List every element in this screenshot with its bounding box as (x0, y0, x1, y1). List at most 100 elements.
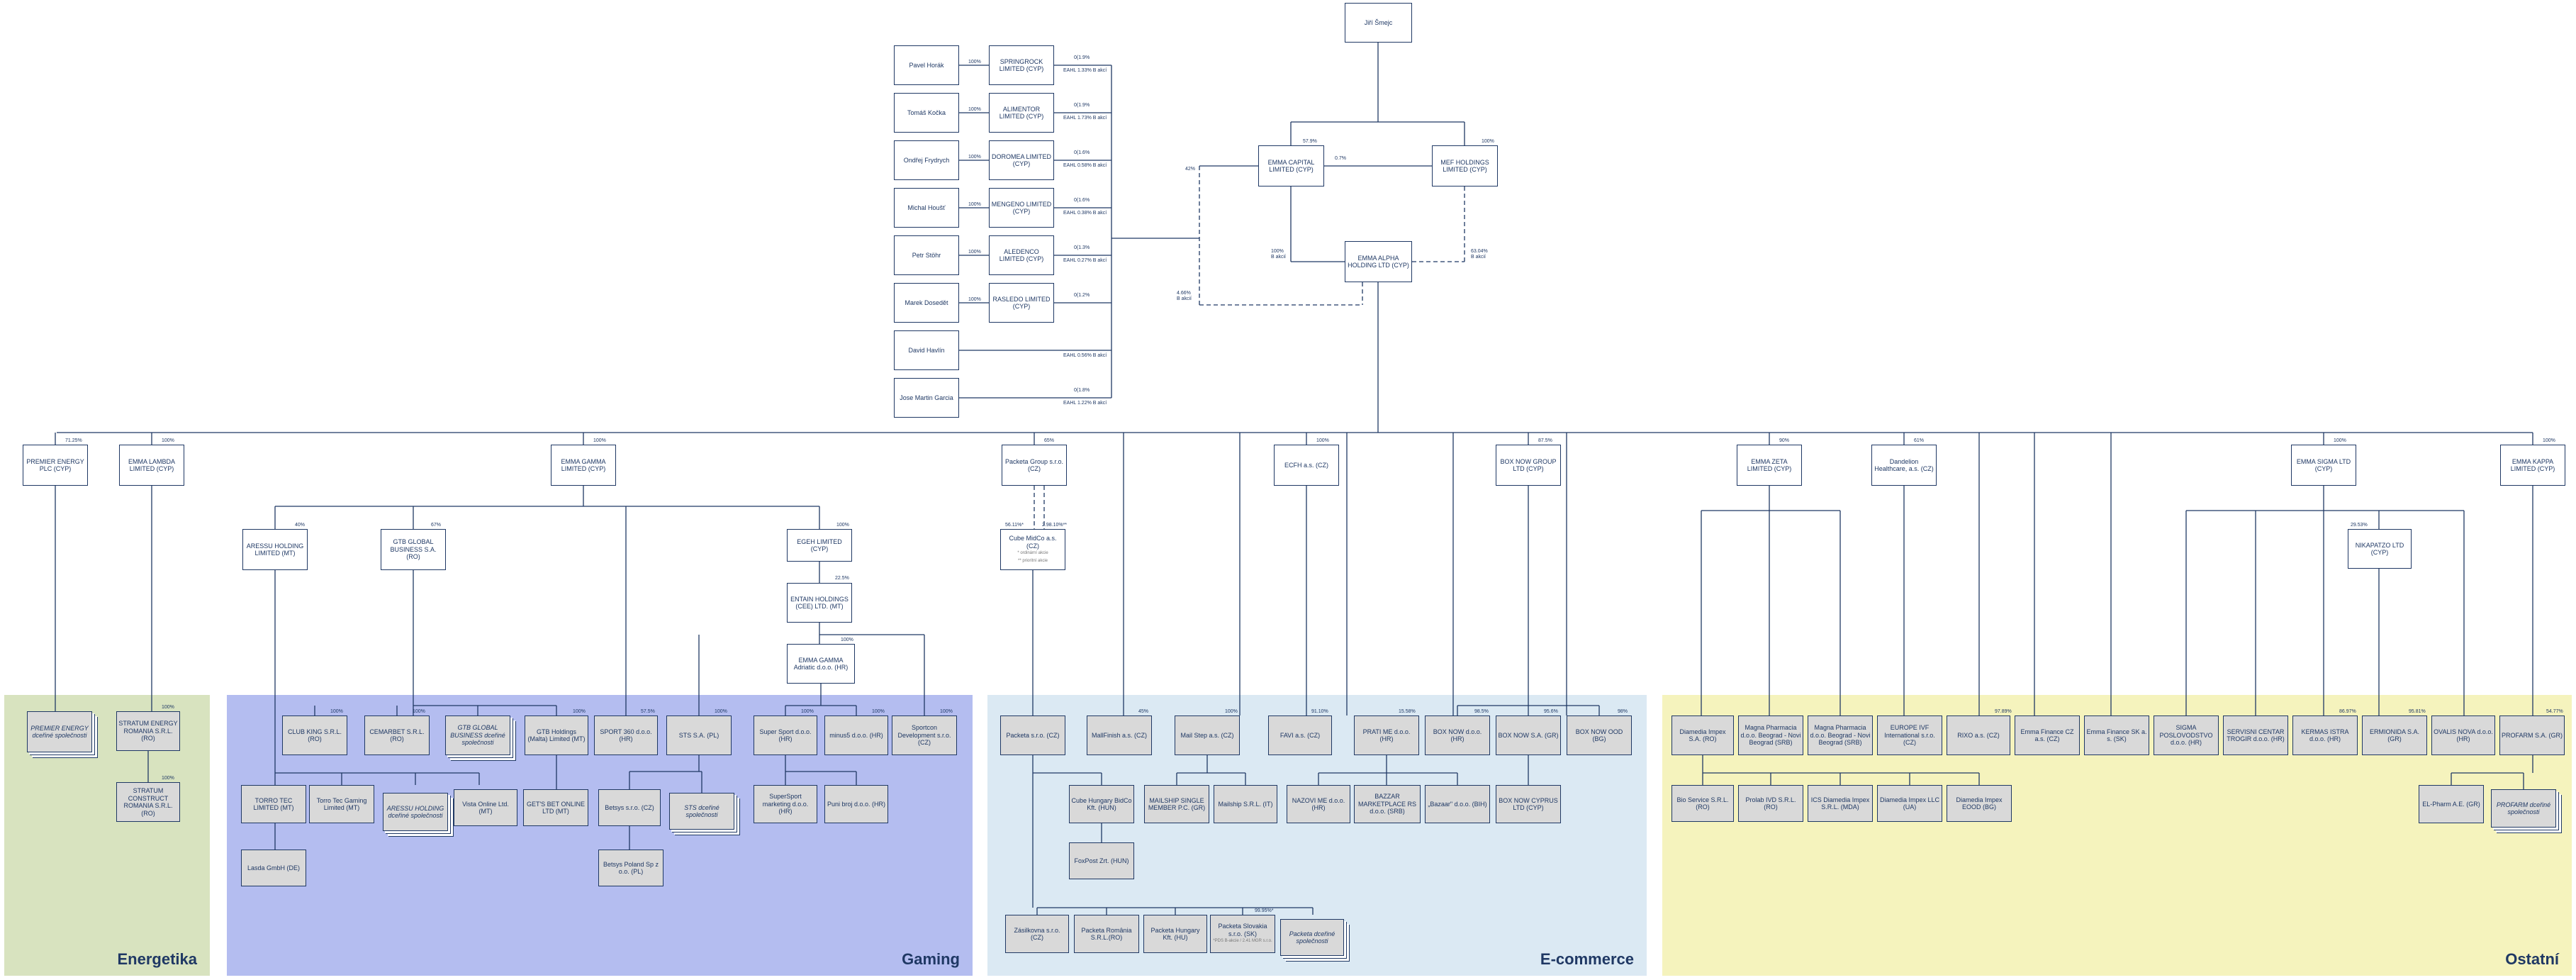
pct: 0(1.8% (1074, 388, 1090, 393)
entain-box: ENTAIN HOLDINGS (CEE) LTD. (MT) (787, 583, 852, 623)
sport360-box: SPORT 360 d.o.o. (HR) (594, 715, 658, 755)
pct-dash-b: B akcií (1177, 296, 1192, 301)
lasda-box: Lasda GmbH (DE) (241, 850, 306, 886)
prolab-box: Prolab IVD S.R.L. (RO) (1738, 785, 1803, 822)
pct: 100% (593, 438, 606, 443)
sigma-box: SIGMA POSLOVODSTVO d.o.o. (HR) (2154, 715, 2219, 755)
gtb-box: GTB GLOBAL BUSINESS S.A. (RO) (381, 529, 446, 570)
supersport-mk-box: SuperSport marketing d.o.o. (HR) (754, 785, 817, 823)
level1-company-box: ECFH a.s. (CZ) (1274, 445, 1339, 486)
pct: 0(1.3% (1074, 245, 1090, 250)
pct: 100% (836, 523, 849, 528)
pct-capital: 57.9% (1303, 139, 1317, 144)
manager-company-box: SPRINGROCK LIMITED (CYP) (989, 45, 1054, 85)
boxnow-gr-box: BOX NOW S.A. (GR) (1496, 715, 1561, 755)
pct: 22.5% (835, 576, 849, 581)
europe-ivf-box: EUROPE IVF International s.r.o. (CZ) (1877, 715, 1942, 755)
pct-group: 42% (1185, 167, 1196, 172)
mailstep-box: Mail Step a.s. (CZ) (1175, 715, 1240, 755)
manager-person-box: Jose Martin Garcia (894, 378, 959, 418)
supersport-box: Super Sport d.o.o. (HR) (754, 715, 817, 755)
zasilkovna-box: Zásilkovna s.r.o. (CZ) (1005, 915, 1069, 953)
emma-finance-sk-box: Emma Finance SK a. s. (SK) (2084, 715, 2149, 755)
foxpost-box: FoxPost Zrt. (HUN) (1069, 842, 1134, 879)
sts-box: STS S.A. (PL) (666, 715, 732, 755)
diamedia-bg-box: Diamedia Impex EOOD (BG) (1947, 785, 2012, 822)
pct: 100% (162, 705, 174, 710)
sts-sub-box: STS dceřiné společnosti (669, 793, 734, 830)
manager-company-box: ALIMENTOR LIMITED (CYP) (989, 93, 1054, 133)
pct: 100% (968, 60, 981, 65)
packeta-sk-note: *PDS B-akcie / 2.41 MGR s.r.o. (1213, 939, 1272, 944)
pct-mef-alpha: 63.04% (1471, 249, 1488, 254)
pct: 56.11%* (1005, 523, 1024, 528)
ermionida-box: ERMIONIDA S.A. (GR) (2362, 715, 2427, 755)
bazar-box: „Bazaar" d.o.o. (BIH) (1425, 785, 1490, 823)
elpharm-box: EL-Pharm A.E. (GR) (2419, 785, 2484, 823)
pct: 100% (413, 709, 425, 714)
stratum-construct-box: STRATUM CONSTRUCT ROMANIA S.R.L. (RO) (116, 782, 180, 822)
torro-box: TORRO TEC LIMITED (MT) (241, 785, 306, 823)
pct-cap-mef: 0.7% (1335, 156, 1346, 161)
pct-cap-alpha: 100% (1271, 249, 1284, 254)
pct: 100% (162, 776, 174, 781)
torro-gaming-box: Torro Tec Gaming Limited (MT) (309, 785, 374, 823)
pct-dash: 4.66% (1177, 291, 1191, 296)
cube-midco-box: Cube MidCo a.s. (CZ)* ordinární akcie** … (1000, 529, 1065, 570)
gtb-sub-box: GTB GLOBAL BUSINESS dceřiné společnosti (445, 715, 510, 755)
pct: 0(1.6% (1074, 198, 1090, 203)
rixo-box: RIXO a.s. (CZ) (1947, 715, 2010, 755)
vista-box: Vista Online Ltd. (MT) (454, 789, 517, 826)
bioservice-box: Bio Service S.R.L. (RO) (1671, 785, 1734, 822)
pct: 100% (1225, 709, 1238, 714)
pct: EAHL 0.27% B akcí (1063, 258, 1107, 263)
pct: 97.89% (1995, 709, 2012, 714)
pct-cap-alpha-b: B akcií (1271, 255, 1287, 260)
cube-midco-label: Cube MidCo a.s. (CZ) (1009, 535, 1057, 550)
punibroj-box: Puni broj d.o.o. (HR) (824, 785, 888, 823)
egeh-box: EGEH LIMITED (CYP) (787, 529, 852, 562)
pct: 100% (968, 250, 981, 255)
level1-company-box: EMMA LAMBDA LIMITED (CYP) (119, 445, 184, 486)
section-title: Gaming (902, 950, 960, 968)
manager-company-box: ALEDENCO LIMITED (CYP) (989, 235, 1054, 275)
diamedia-ua-box: Diamedia Impex LLC (UA) (1877, 785, 1942, 822)
emma-finance-cz-box: Emma Finance CZ a.s. (CZ) (2015, 715, 2080, 755)
pct: 98.5% (1474, 709, 1489, 714)
pct: 0(1.2% (1074, 293, 1090, 298)
pct: 65% (1044, 438, 1055, 443)
manager-person-box: Marek Dosedět (894, 283, 959, 323)
betsys-pl-box: Betsys Poland Sp z o.o. (PL) (598, 850, 663, 886)
diamedia-box: Diamedia Impex S.A. (RO) (1671, 715, 1734, 755)
cube-note2: ** prioritní akcie (1017, 558, 1048, 563)
pct: EAHL 1.33% B akcí (1063, 68, 1107, 73)
packeta-box: Packeta s.r.o. (CZ) (1000, 715, 1065, 755)
mall-box: MallFinish a.s. (CZ) (1087, 715, 1152, 755)
manager-company-box: DOROMEA LIMITED (CYP) (989, 140, 1054, 180)
pct: EAHL 0.38% B akcí (1063, 211, 1107, 216)
manager-company-box: RASLEDO LIMITED (CYP) (989, 283, 1054, 323)
sportcon-box: Sportcon Development s.r.o. (CZ) (892, 715, 957, 755)
pct: EAHL 1.73% B akcí (1063, 116, 1107, 121)
emmagamma-adriatic-box: EMMA GAMMA Adriatic d.o.o. (HR) (787, 644, 855, 684)
pct: 100% (872, 709, 885, 714)
pct-mef: 100% (1482, 139, 1494, 144)
boxnow-bg-box: BOX NOW OOD (BG) (1567, 715, 1632, 755)
pct: 99.95%* (1255, 908, 1274, 913)
pct: 100% (801, 709, 814, 714)
packeta-sk-box: Packeta Slovakia s.r.o. (SK)*PDS B-akcie… (1210, 915, 1275, 953)
pct-mef-alpha-b: B akcií (1471, 255, 1486, 260)
pct: 0(1.9% (1074, 55, 1090, 60)
pct: 57.5% (641, 709, 655, 714)
pct: 54.77% (2546, 709, 2563, 714)
pct: 100% (940, 709, 953, 714)
pct: EAHL 0.56% B akcí (1063, 353, 1107, 358)
pct: 100% (2334, 438, 2346, 443)
owner-box: Jiří Šmejc (1345, 3, 1412, 43)
level1-company-box: EMMA ZETA LIMITED (CYP) (1737, 445, 1802, 486)
manager-company-box: MENGENO LIMITED (CYP) (989, 188, 1054, 228)
level1-company-box: BOX NOW GROUP LTD (CYP) (1496, 445, 1561, 486)
nazovi-box: NAZOVI ME d.o.o. (HR) (1287, 785, 1350, 823)
nikapatzo-box: NIKAPATZO LTD (CYP) (2348, 529, 2412, 569)
